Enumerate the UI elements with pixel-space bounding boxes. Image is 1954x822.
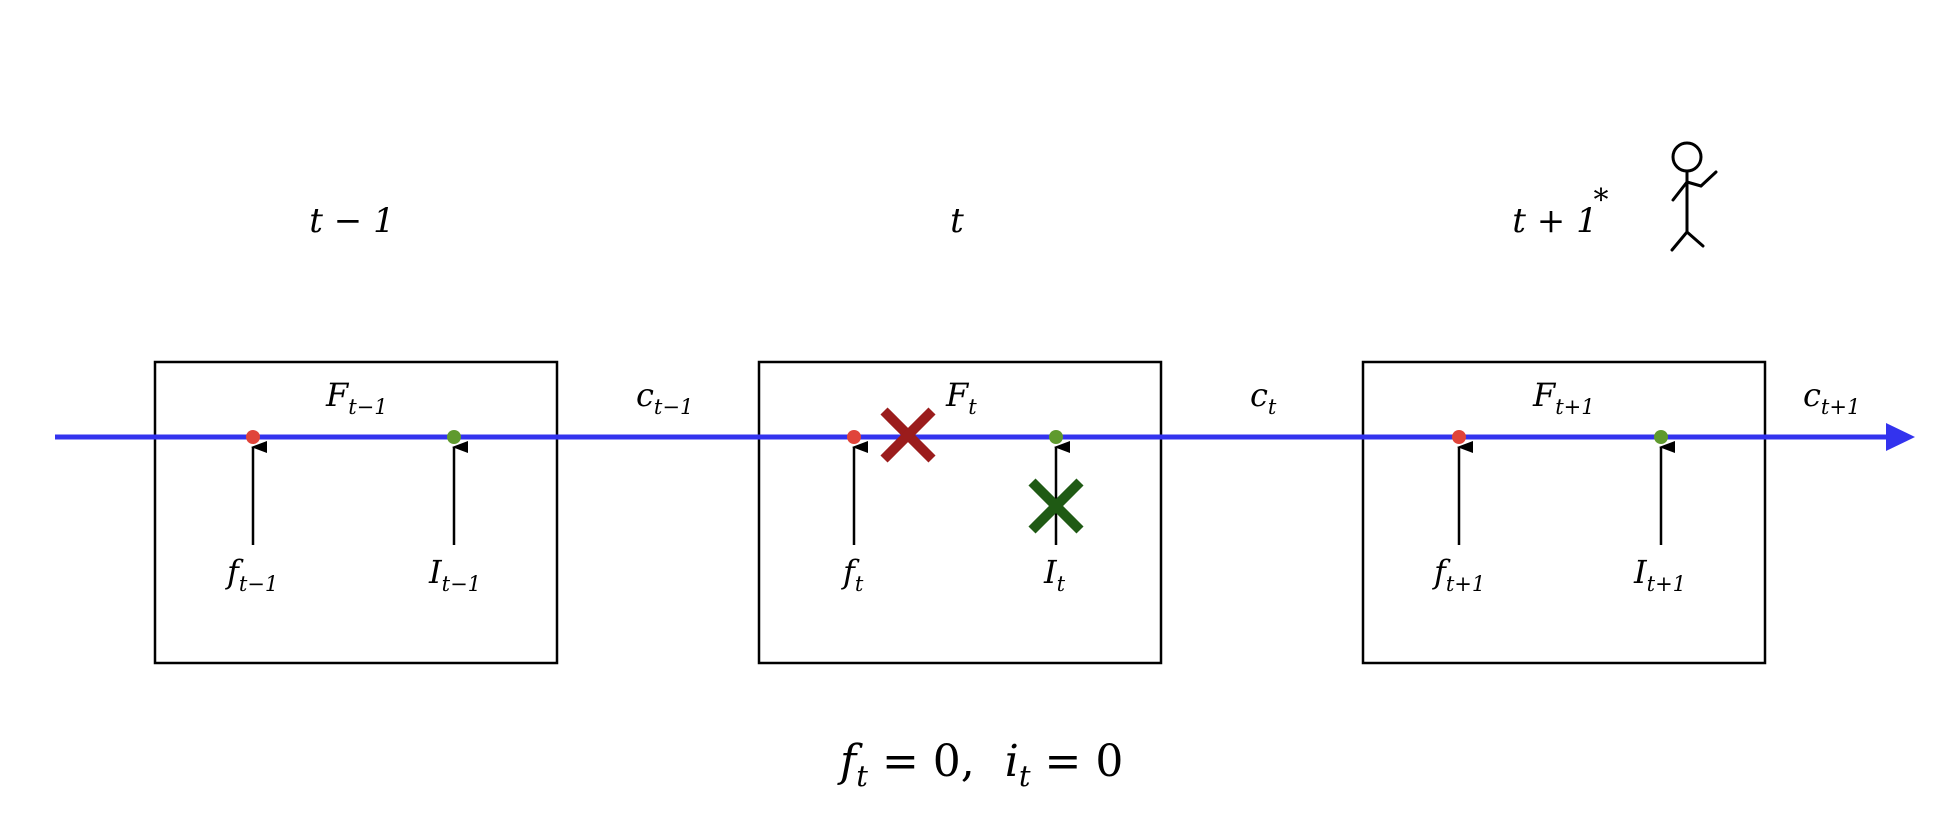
cell-box-next	[1361, 360, 1767, 665]
forget-gate-dot-current	[847, 430, 861, 444]
state-label-letter: c	[1803, 376, 1821, 414]
arrow-right-icon	[55, 423, 1915, 451]
state-label-current: ct	[1250, 376, 1277, 419]
time-label-current: t	[950, 201, 964, 241]
timeline-arrowhead	[1886, 423, 1915, 451]
input-gate-dot-current	[1049, 430, 1063, 444]
input-sub: t	[1057, 572, 1066, 596]
cell-label-letter: F	[1532, 376, 1557, 414]
time-label-prev: t − 1	[309, 201, 394, 241]
forget-block-cross	[880, 407, 936, 463]
state-label-next: ct+1	[1803, 376, 1860, 419]
state-label-letter: c	[636, 376, 654, 414]
equation-input-var: i	[1005, 736, 1019, 787]
cell-box-prev	[153, 360, 559, 665]
cell-label-sub: t	[968, 395, 977, 419]
time-label-next-marker: *	[1594, 183, 1609, 218]
cell-label-letter: F	[325, 376, 350, 414]
state-label-prev: ct−1	[636, 376, 693, 419]
cross-icon	[1028, 478, 1084, 534]
equation-forget-sub: t	[856, 759, 868, 793]
input-label-prev: It−1	[428, 553, 481, 596]
state-label-sub: t	[1268, 395, 1277, 419]
equation-forget-rhs: = 0,	[868, 736, 975, 787]
state-label-letter: c	[1250, 376, 1268, 414]
cell-label-next: Ft+1	[1532, 376, 1595, 419]
state-label-sub: t−1	[654, 395, 693, 419]
cell-label-current: Ft	[945, 376, 977, 419]
input-letter: I	[428, 553, 443, 591]
forget-gate-dot-next	[1452, 430, 1466, 444]
input-letter: I	[1633, 553, 1648, 591]
input-label-next: It+1	[1633, 553, 1686, 596]
stick-figure-icon	[1670, 141, 1718, 252]
input-gate-dot-prev	[447, 430, 461, 444]
forget-input-label-next: ft+1	[1432, 553, 1485, 596]
state-label-sub: t+1	[1821, 395, 1860, 419]
input-letter: I	[1043, 553, 1058, 591]
forget-input-label-current: ft	[841, 553, 864, 596]
time-label-next: t + 1	[1512, 201, 1597, 241]
equation-input-rhs: = 0	[1031, 736, 1124, 787]
forget-gate-dot-prev	[246, 430, 260, 444]
forget-input-sub: t−1	[239, 572, 278, 596]
input-gate-dot-next	[1654, 430, 1668, 444]
cell-label-prev: Ft−1	[325, 376, 388, 419]
forget-input-label-prev: ft−1	[225, 553, 278, 596]
input-sub: t+1	[1647, 572, 1686, 596]
cell-box-current	[757, 360, 1163, 665]
cell-label-letter: F	[945, 376, 970, 414]
gate-equation: ft = 0,it = 0	[837, 736, 1123, 793]
forget-input-sub: t	[855, 572, 864, 596]
cell-label-sub: t−1	[348, 395, 387, 419]
equation-input-sub: t	[1019, 759, 1031, 793]
input-block-cross	[1028, 478, 1084, 534]
input-label-current: It	[1043, 553, 1066, 596]
cell-label-sub: t+1	[1555, 395, 1594, 419]
input-sub: t−1	[442, 572, 481, 596]
forget-input-sub: t+1	[1446, 572, 1485, 596]
cross-icon	[880, 407, 936, 463]
